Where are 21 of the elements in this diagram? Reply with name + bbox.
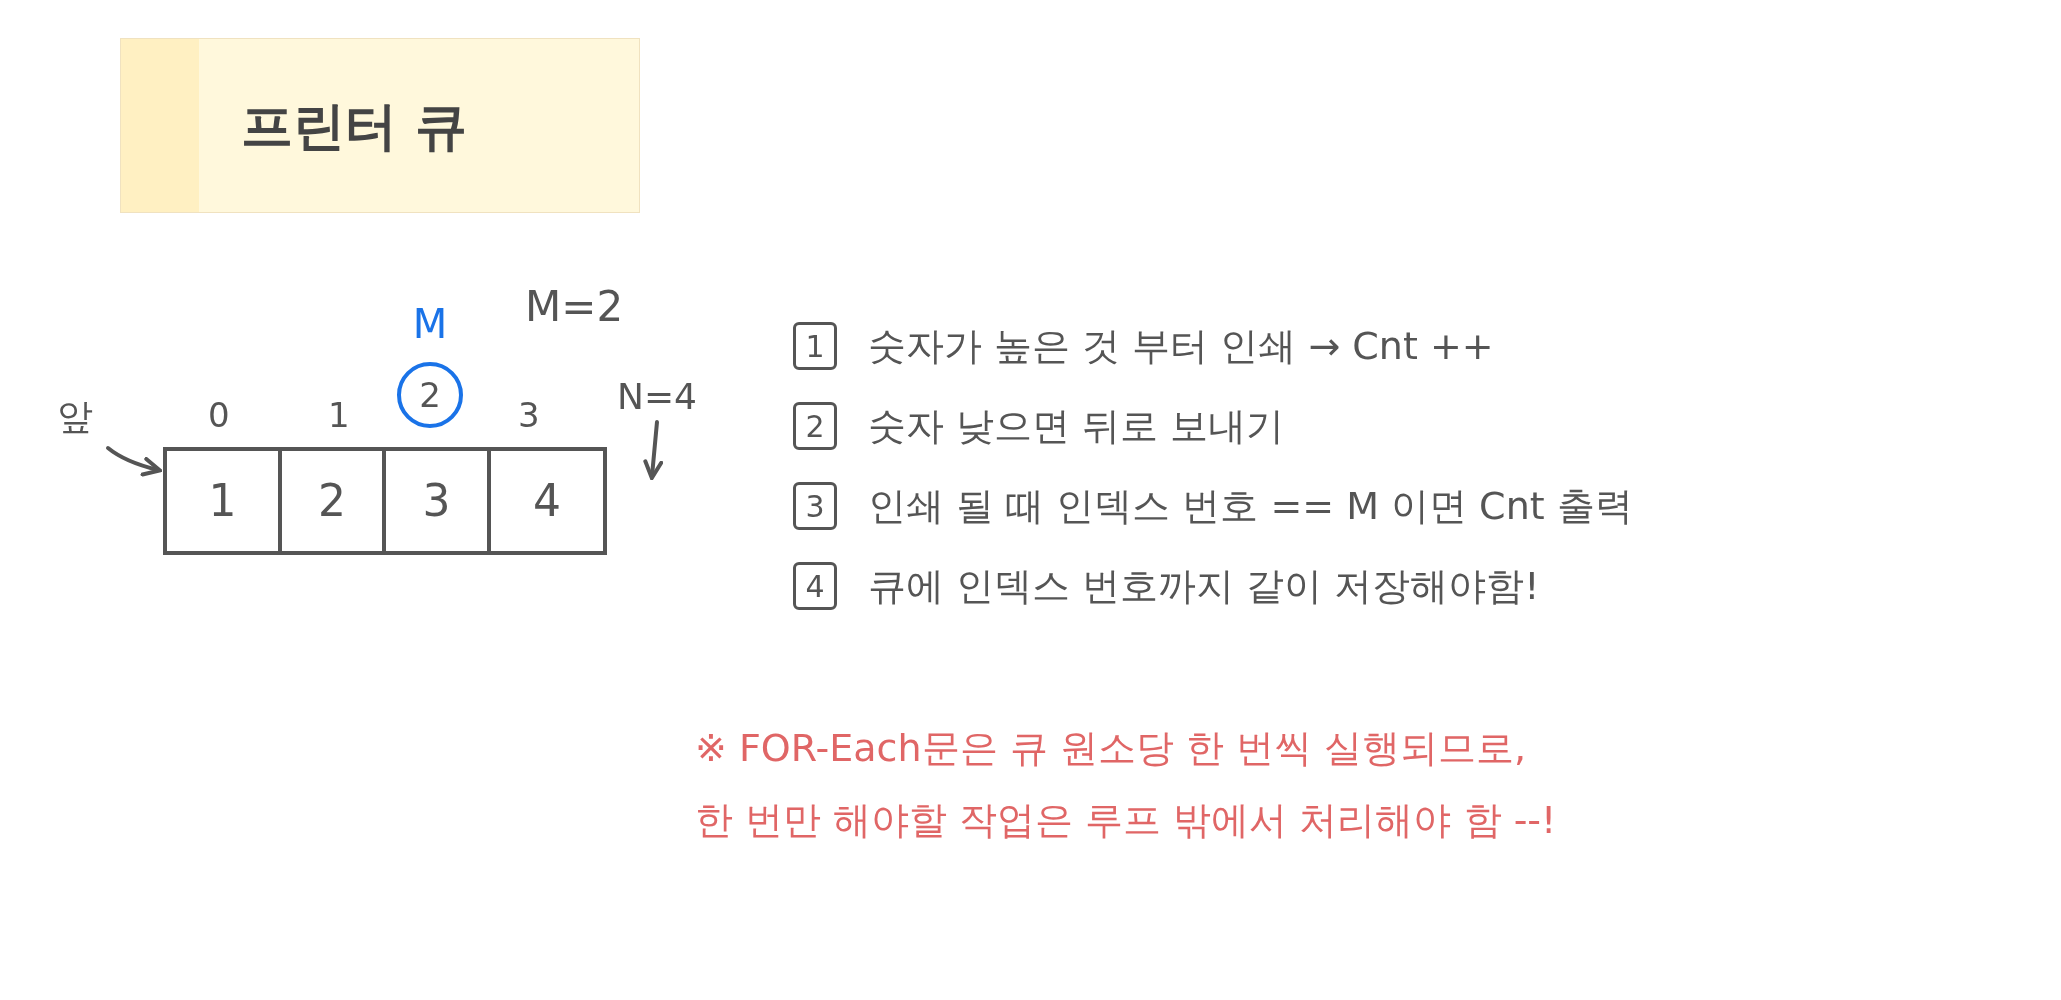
marker-label: M	[412, 300, 448, 349]
step-text: 숫자 낮으면 뒤로 보내기	[868, 402, 1285, 450]
note-label: 앞	[50, 395, 100, 439]
index-label: 3	[518, 394, 540, 437]
title-card	[120, 38, 640, 213]
queue-box	[163, 447, 607, 555]
arrow	[106, 446, 162, 477]
note-text: ※ FOR-Each문은 큐 원소당 한 번씩 실행되므로, 한 번만 해야할 작업은 루프 밖에서 처리해야 함 --!	[695, 725, 1558, 844]
index-label: 1	[328, 394, 350, 437]
queue-cell: 4	[491, 451, 603, 551]
title-text: 프린터 큐	[241, 94, 468, 158]
index-label: 0	[208, 394, 230, 437]
queue-cell: 1	[167, 451, 282, 551]
queue-cell: 2	[282, 451, 386, 551]
step-text: 숫자가 높은 것 부터 인쇄 → Cnt ++	[868, 322, 1494, 370]
queue-cell: 3	[386, 451, 491, 551]
step-text: 큐에 인덱스 번호까지 같이 저장해야함!	[868, 562, 1540, 610]
step-text: 인쇄 될 때 인덱스 번호 == M 이면 Cnt 출력	[868, 482, 1633, 530]
arrow	[643, 420, 664, 480]
note-label: N=4	[612, 375, 702, 419]
equation-label: M=2	[525, 281, 624, 333]
